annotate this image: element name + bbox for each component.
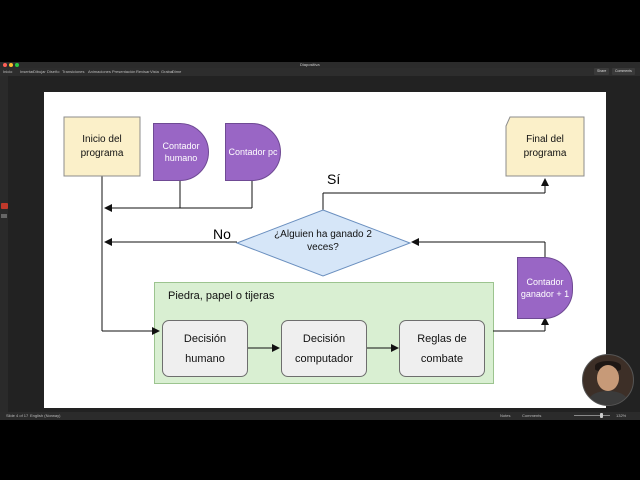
end-program-box[interactable]: Final del programa: [523, 133, 567, 159]
tab-presentacion[interactable]: Presentación: [112, 69, 136, 74]
zoom-slider-thumb[interactable]: [600, 413, 603, 418]
decision-diamond: [235, 209, 412, 277]
no-label: No: [213, 226, 231, 242]
close-window-icon[interactable]: [3, 63, 7, 67]
minimize-window-icon[interactable]: [9, 63, 13, 67]
notes-button[interactable]: Notes: [500, 413, 511, 418]
tab-animaciones[interactable]: Animaciones: [88, 69, 111, 74]
tab-inicio[interactable]: Inicio: [3, 69, 13, 74]
counter-winner-shape[interactable]: Contador ganador + 1: [517, 257, 573, 319]
tab-transiciones[interactable]: Transiciones: [62, 69, 85, 74]
step-computer-decision[interactable]: Decisión computador: [281, 320, 367, 377]
comments-button[interactable]: Comments: [612, 68, 635, 75]
start-doc-shape: [63, 116, 141, 177]
slide-indicator: Slide 4 of 17: [6, 413, 29, 418]
face-shape: [597, 365, 619, 391]
zoom-level[interactable]: 132%: [616, 413, 627, 418]
yes-label: Sí: [327, 171, 341, 187]
step-combat-rules[interactable]: Reglas de combate: [399, 320, 485, 377]
shirt-shape: [589, 391, 627, 405]
counter-pc-shape[interactable]: Contador pc: [225, 123, 281, 181]
tab-vista[interactable]: Vista: [150, 69, 159, 74]
zoom-slider[interactable]: [574, 415, 610, 416]
slide-marker-icon: [1, 203, 8, 209]
zoom-window-icon[interactable]: [15, 63, 19, 67]
status-bar: [0, 412, 640, 420]
end-doc-shape: [505, 116, 585, 177]
slide-thumb[interactable]: [1, 214, 7, 218]
start-program-box[interactable]: Inicio del programa: [80, 133, 124, 159]
language-indicator[interactable]: English (Norway): [30, 413, 61, 418]
share-button[interactable]: Share: [594, 68, 610, 75]
status-comments-button[interactable]: Comments: [522, 413, 542, 418]
tab-dibujar[interactable]: Dibujar: [33, 69, 46, 74]
decision-text[interactable]: ¿Alguien ha ganado 2 veces?: [274, 229, 372, 253]
tab-grabar[interactable]: Grabar: [161, 69, 174, 74]
tab-revisar[interactable]: Revisar: [136, 69, 150, 74]
group-title: Piedra, papel o tijeras: [168, 290, 275, 302]
step-human-decision[interactable]: Decisión humano: [162, 320, 248, 377]
window-title: Diapositiva: [300, 62, 320, 67]
tab-insertar[interactable]: Insertar: [20, 69, 34, 74]
thumbnail-rail[interactable]: [0, 76, 8, 412]
counter-human-shape[interactable]: Contador humano: [153, 123, 209, 181]
ribbon-tabs: [0, 68, 640, 76]
title-bar: [0, 62, 640, 68]
tab-dime[interactable]: Dime: [172, 69, 182, 74]
tab-diseno[interactable]: Diseño: [47, 69, 60, 74]
presenter-avatar: [582, 354, 634, 406]
